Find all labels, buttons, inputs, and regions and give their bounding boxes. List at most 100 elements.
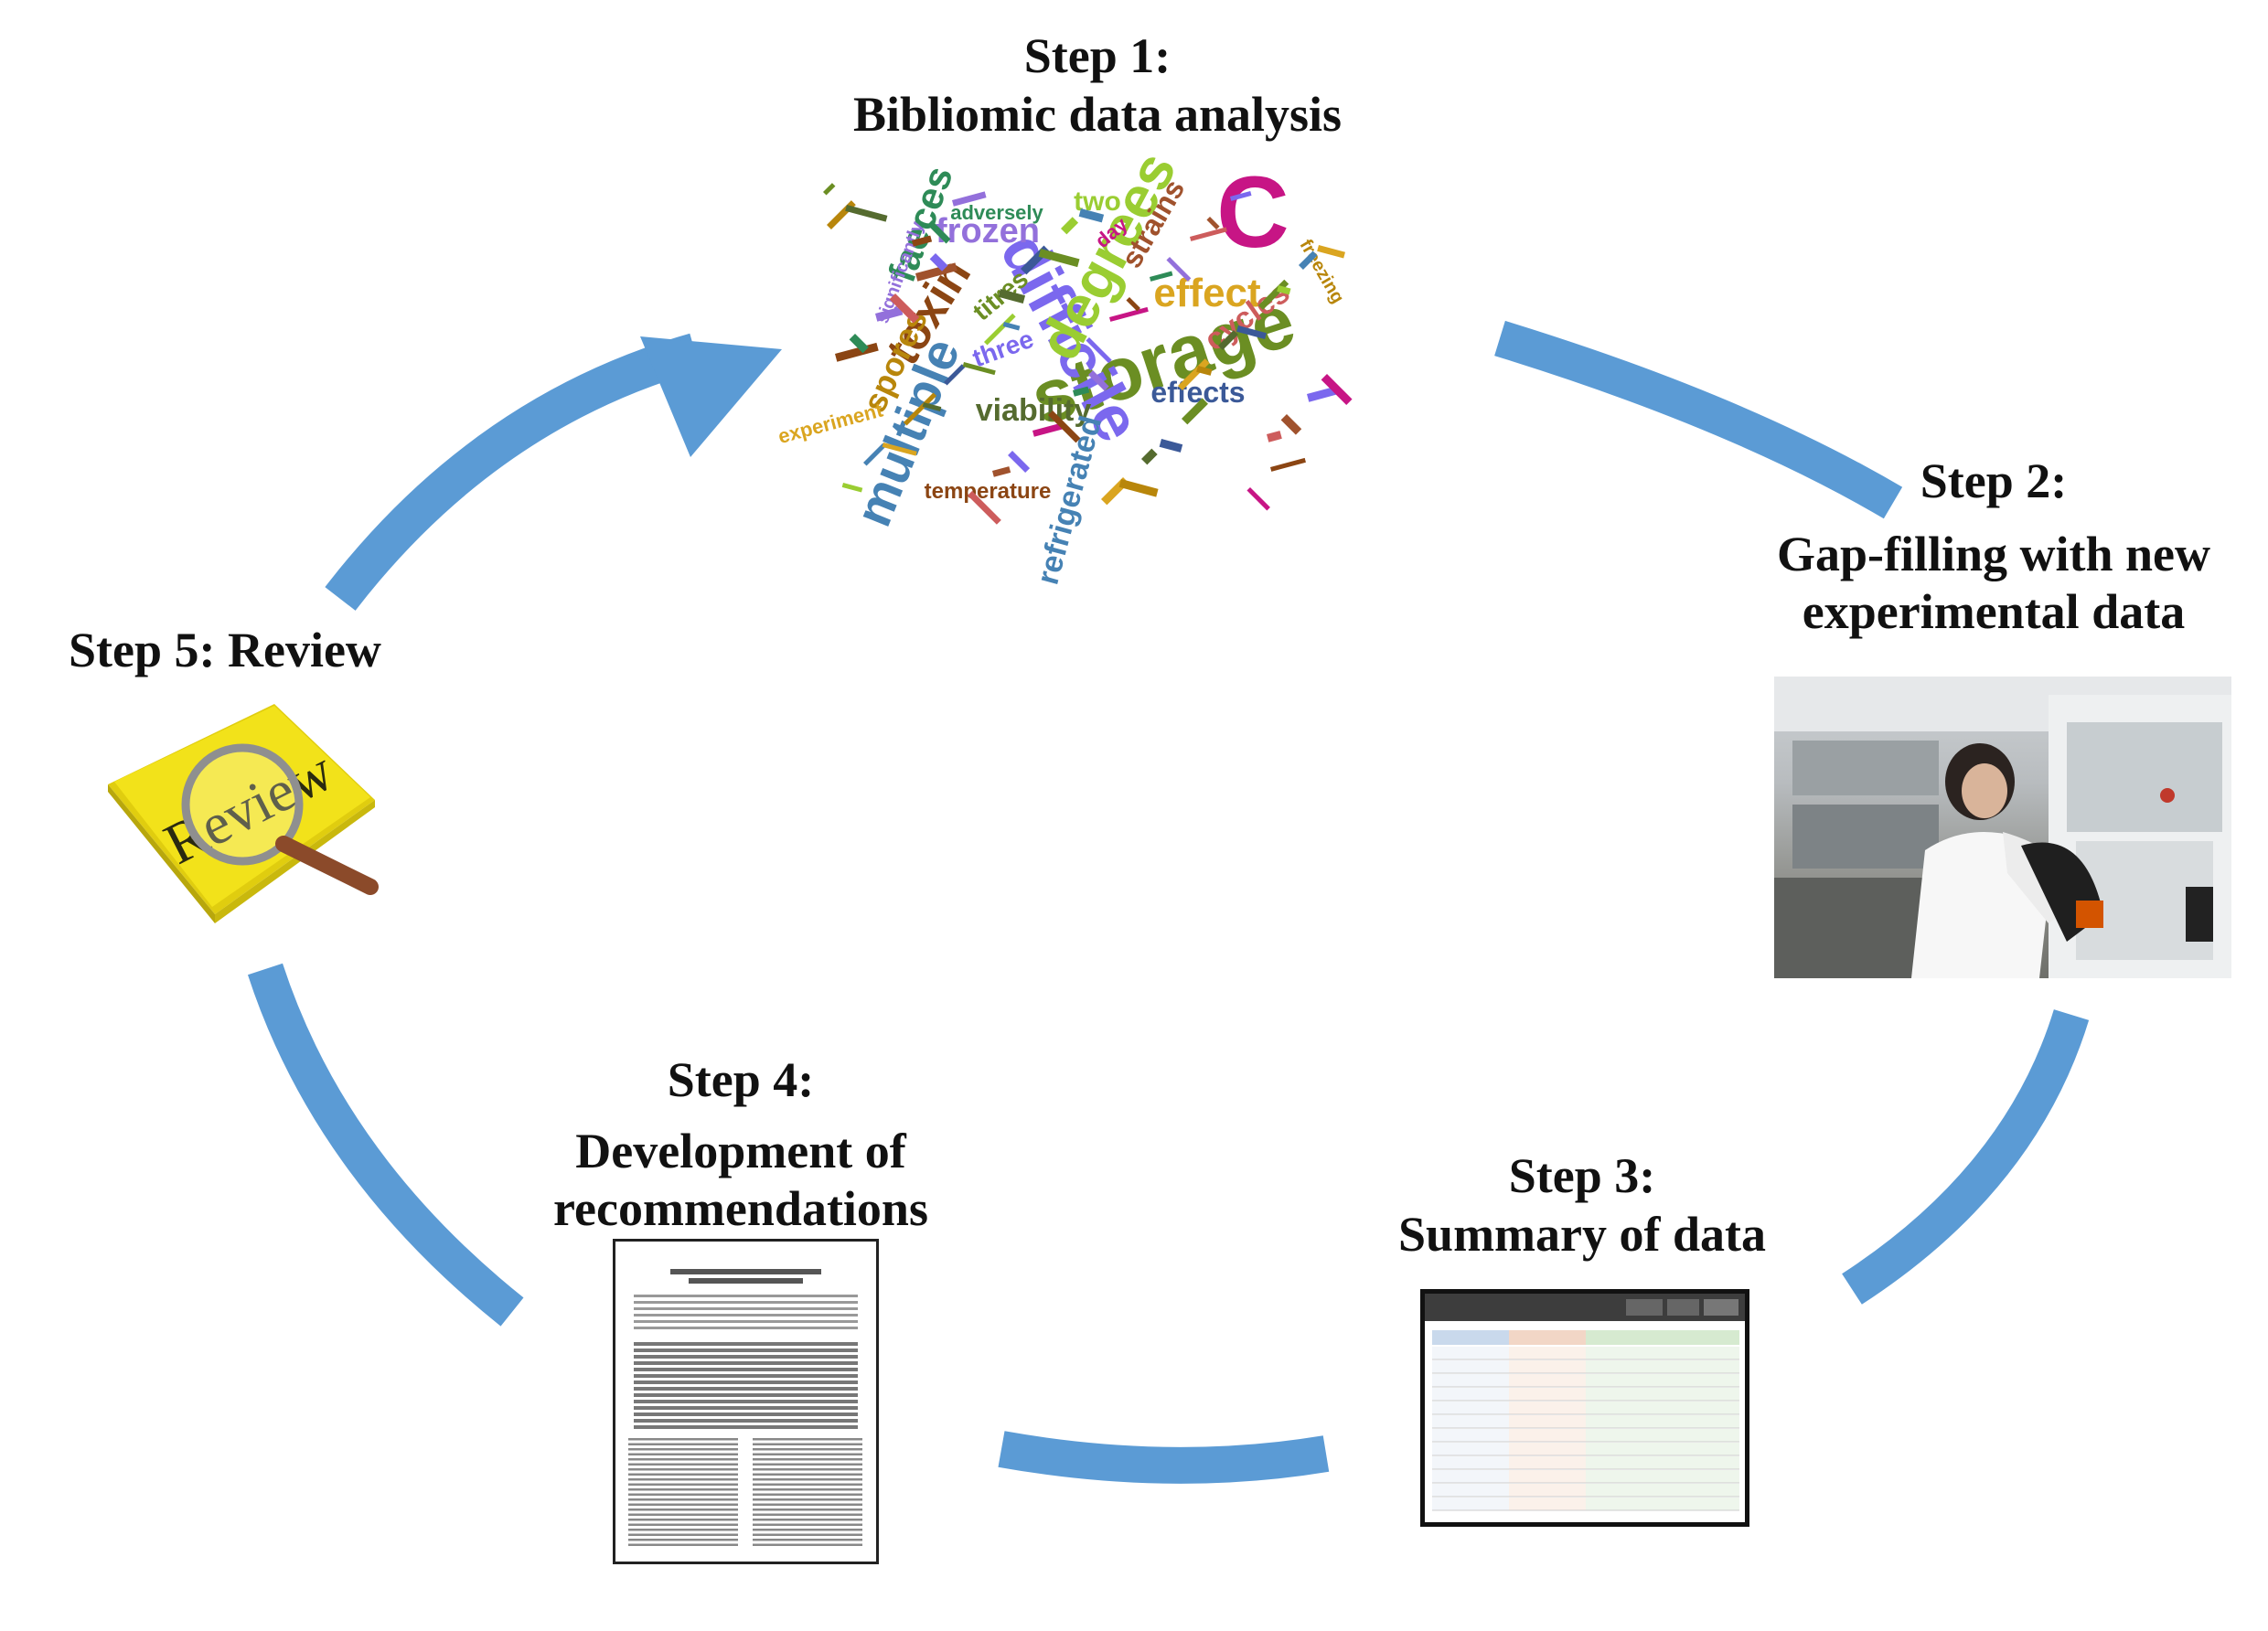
table-toolbar-button bbox=[1626, 1299, 1663, 1316]
table-row bbox=[1509, 1470, 1586, 1483]
arc-step3-to-step4 bbox=[998, 1431, 1330, 1484]
paper-text-line bbox=[628, 1543, 738, 1546]
arrow-step5-to-step1 bbox=[325, 333, 701, 611]
table-row bbox=[1586, 1498, 1663, 1510]
paper-text-line bbox=[634, 1387, 858, 1391]
step4-line2: Development of bbox=[575, 1123, 906, 1178]
paper-text-line bbox=[628, 1503, 738, 1506]
step1-subtitle: Bibliomic data analysis bbox=[852, 86, 1343, 142]
table-row bbox=[1432, 1360, 1509, 1373]
step4-label: Step 4: Development of recommendations bbox=[512, 1051, 969, 1239]
paper-text-line bbox=[753, 1468, 862, 1471]
paper-text-line bbox=[753, 1463, 862, 1466]
step3-label: Step 3: Summary of data bbox=[1353, 1147, 1811, 1263]
table-row bbox=[1509, 1415, 1586, 1428]
table-row bbox=[1509, 1347, 1586, 1359]
step3-subtitle: Summary of data bbox=[1398, 1206, 1766, 1262]
paper-text-line bbox=[628, 1493, 738, 1496]
paper-text-line bbox=[628, 1443, 738, 1445]
paper-text-line bbox=[753, 1458, 862, 1461]
table-row bbox=[1432, 1470, 1509, 1483]
paper-text-line bbox=[753, 1503, 862, 1506]
table-row bbox=[1663, 1456, 1739, 1469]
table-row bbox=[1509, 1498, 1586, 1510]
table-row bbox=[1586, 1456, 1663, 1469]
paper-text-line bbox=[634, 1412, 858, 1416]
paper-text-line bbox=[670, 1269, 821, 1274]
paper-text-line bbox=[634, 1307, 858, 1310]
table-row bbox=[1586, 1347, 1663, 1359]
table-row bbox=[1663, 1470, 1739, 1483]
table-row bbox=[1663, 1402, 1739, 1414]
table-row bbox=[1663, 1484, 1739, 1497]
table-row bbox=[1663, 1388, 1739, 1401]
paper-text-line bbox=[753, 1513, 862, 1516]
paper-text-line bbox=[753, 1533, 862, 1536]
table-row bbox=[1432, 1374, 1509, 1387]
table-row bbox=[1663, 1429, 1739, 1442]
paper-text-line bbox=[634, 1295, 858, 1297]
paper-text-line bbox=[628, 1478, 738, 1481]
paper-text-line bbox=[628, 1453, 738, 1455]
paper-text-line bbox=[753, 1453, 862, 1455]
step5-label: Step 5: Review bbox=[69, 622, 453, 680]
paper-document-image bbox=[613, 1239, 879, 1564]
paper-text-line bbox=[628, 1458, 738, 1461]
paper-text-line bbox=[689, 1278, 803, 1284]
paper-text-line bbox=[634, 1320, 858, 1323]
table-row bbox=[1509, 1443, 1586, 1455]
table-row bbox=[1663, 1374, 1739, 1387]
table-row bbox=[1432, 1498, 1509, 1510]
step2-line3: experimental data bbox=[1802, 584, 2186, 640]
table-row bbox=[1509, 1429, 1586, 1442]
table-row bbox=[1586, 1388, 1663, 1401]
paper-text-line bbox=[634, 1361, 858, 1365]
paper-text-line bbox=[634, 1368, 858, 1371]
paper-text-line bbox=[634, 1380, 858, 1384]
table-row bbox=[1586, 1429, 1663, 1442]
table-row bbox=[1586, 1402, 1663, 1414]
paper-text-line bbox=[753, 1508, 862, 1511]
step1-label: Step 1: Bibliomic data analysis bbox=[796, 27, 1399, 144]
table-row bbox=[1432, 1415, 1509, 1428]
paper-text-line bbox=[634, 1301, 858, 1304]
table-row bbox=[1432, 1402, 1509, 1414]
table-row bbox=[1663, 1443, 1739, 1455]
table-row bbox=[1663, 1498, 1739, 1510]
table-row bbox=[1586, 1470, 1663, 1483]
paper-text-line bbox=[753, 1523, 862, 1526]
arc-step1-to-step2 bbox=[1494, 320, 1903, 519]
paper-text-line bbox=[628, 1488, 738, 1491]
paper-text-line bbox=[753, 1493, 862, 1496]
table-row bbox=[1586, 1443, 1663, 1455]
table-row bbox=[1509, 1484, 1586, 1497]
paper-text-line bbox=[753, 1488, 862, 1491]
paper-text-line bbox=[753, 1448, 862, 1451]
table-toolbar-button bbox=[1704, 1299, 1738, 1316]
table-row bbox=[1586, 1415, 1663, 1428]
paper-text-line bbox=[628, 1463, 738, 1466]
arc-step4-to-step5 bbox=[247, 963, 524, 1327]
paper-text-line bbox=[634, 1419, 858, 1423]
paper-text-line bbox=[628, 1473, 738, 1476]
step3-title: Step 3: bbox=[1508, 1148, 1656, 1203]
paper-text-line bbox=[628, 1508, 738, 1511]
paper-text-line bbox=[753, 1539, 862, 1541]
table-row bbox=[1432, 1443, 1509, 1455]
table-row bbox=[1586, 1484, 1663, 1497]
table-row bbox=[1663, 1415, 1739, 1428]
paper-text-line bbox=[634, 1400, 858, 1403]
step2-label: Step 2: Gap-filling with new experimenta… bbox=[1719, 453, 2268, 642]
paper-text-line bbox=[628, 1468, 738, 1471]
paper-text-line bbox=[634, 1374, 858, 1378]
step5-title: Step 5: Review bbox=[69, 623, 381, 677]
paper-text-line bbox=[628, 1438, 738, 1441]
step4-line3: recommendations bbox=[553, 1181, 928, 1237]
table-row bbox=[1586, 1374, 1663, 1387]
table-row bbox=[1663, 1347, 1739, 1359]
paper-text-line bbox=[753, 1478, 862, 1481]
lab-photo-image bbox=[1774, 677, 2231, 978]
table-header-cell bbox=[1663, 1330, 1739, 1345]
table-header-cell bbox=[1432, 1330, 1509, 1345]
